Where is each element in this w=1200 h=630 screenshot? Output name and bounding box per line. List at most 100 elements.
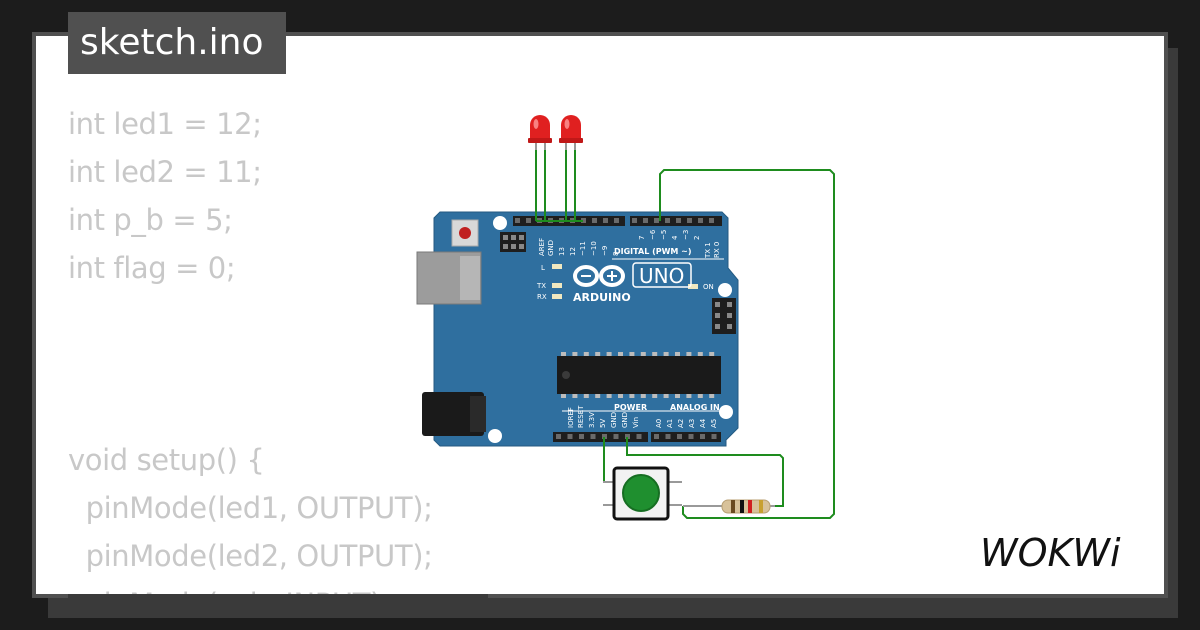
pin-label: GND (610, 412, 618, 428)
pin-label: IOREF (567, 407, 575, 428)
pin-label: RX 0 (713, 242, 721, 258)
power-pin[interactable] (613, 434, 619, 439)
pin-label: TX 1 (704, 242, 712, 259)
chip-leg (663, 394, 669, 398)
chip-leg (595, 352, 601, 356)
digital-pin[interactable] (665, 218, 670, 223)
icsp-header-right (712, 298, 736, 334)
pin-label: 2 (693, 236, 701, 240)
file-tab-label: sketch.ino (80, 22, 264, 63)
analog-pin[interactable] (711, 434, 717, 439)
led-1[interactable] (528, 115, 552, 152)
mount-hole (718, 283, 732, 297)
atmega-chip (557, 356, 721, 394)
mount-hole (719, 405, 733, 419)
pin-label: ~11 (579, 241, 587, 256)
chip-leg (629, 394, 635, 398)
tx-label: TX (536, 282, 546, 290)
analog-pin[interactable] (677, 434, 682, 439)
code-line: int led1 = 12; (68, 107, 262, 141)
digital-pin[interactable] (603, 218, 608, 223)
wokwi-logo-text: WOKWi (980, 531, 1121, 575)
chip-leg (595, 394, 601, 398)
pin-label: ~6 (649, 229, 657, 240)
led-2[interactable] (559, 115, 583, 152)
chip-leg (618, 394, 623, 398)
pin-label: GND (621, 412, 629, 428)
pin-label: A4 (699, 418, 707, 428)
power-pin[interactable] (556, 434, 561, 439)
pin-label: A0 (655, 419, 663, 428)
analog-pin[interactable] (654, 434, 659, 439)
digital-pin[interactable] (698, 218, 703, 223)
digital-pin[interactable] (676, 218, 681, 223)
chip-leg (606, 352, 612, 356)
arduino-logo-symbols (581, 271, 617, 281)
pin-label: AREF (538, 238, 546, 256)
chip-leg (675, 394, 680, 398)
usb-port-inner (460, 256, 480, 300)
digital-pin[interactable] (592, 218, 597, 223)
pin-label: 13 (558, 247, 566, 256)
code-bottom-shadow (68, 594, 488, 602)
power-header (553, 432, 721, 442)
digital-pin[interactable] (687, 218, 692, 223)
led-l-indicator (552, 264, 562, 269)
pin-label: GND (547, 240, 555, 256)
push-button[interactable] (603, 466, 682, 521)
digital-pin[interactable] (643, 218, 648, 223)
analog-pin[interactable] (700, 434, 705, 439)
wire-pin5-resistor (659, 169, 835, 519)
chip-leg (629, 352, 635, 356)
power-pin[interactable] (567, 434, 573, 439)
code-preview: int led1 = 12; int led2 = 11; int p_b = … (68, 100, 488, 595)
digital-section-label: DIGITAL (PWM ~) (614, 247, 692, 256)
pin-label: Vin (632, 417, 640, 428)
chip-leg (663, 352, 669, 356)
file-tab[interactable]: sketch.ino (68, 12, 286, 74)
code-line: int p_b = 5; (68, 203, 233, 237)
chip-leg (640, 394, 646, 398)
power-pin[interactable] (636, 434, 642, 439)
pin-label: 7 (638, 236, 646, 240)
pin-label: A1 (666, 419, 674, 428)
chip-leg (561, 394, 566, 398)
power-section-label: POWER (614, 403, 647, 412)
on-label: ON (703, 283, 714, 291)
digital-pin[interactable] (709, 218, 714, 223)
chip-leg (561, 352, 566, 356)
chip-leg (686, 394, 692, 398)
power-pin[interactable] (625, 434, 630, 439)
uno-badge (632, 262, 692, 288)
led-l-label: L (541, 264, 545, 272)
pin-label: ~9 (601, 246, 609, 256)
pin-label: ~5 (660, 230, 668, 240)
power-pin-holes (556, 434, 717, 439)
pin-label: RESET (577, 405, 585, 428)
analog-pin[interactable] (665, 434, 671, 439)
code-line: int led2 = 11; (68, 155, 262, 189)
pin-label: A3 (688, 419, 696, 428)
digital-pin[interactable] (614, 218, 619, 223)
power-pin[interactable] (590, 434, 596, 439)
led-rx-indicator (552, 294, 562, 299)
digital-pin[interactable] (515, 218, 520, 223)
digital-pin[interactable] (654, 218, 659, 223)
digital-pin[interactable] (581, 218, 586, 223)
icsp-header-top (500, 232, 526, 252)
power-pin[interactable] (602, 434, 607, 439)
rx-label: RX (537, 293, 547, 301)
chip-leg (572, 352, 578, 356)
code-line: pinMode(p_b, INPUT); (68, 580, 488, 595)
digital-pin[interactable] (526, 218, 531, 223)
chip-leg (640, 352, 646, 356)
power-pin[interactable] (579, 434, 584, 439)
pin-label: A2 (677, 419, 685, 428)
code-line: void setup() { (68, 443, 265, 477)
digital-pin[interactable] (632, 218, 637, 223)
arduino-brand-text: ARDUINO (573, 291, 631, 304)
chip-leg (697, 394, 703, 398)
analog-pin[interactable] (688, 434, 694, 439)
resistor (683, 499, 775, 514)
arduino-logo-icon (573, 265, 625, 287)
